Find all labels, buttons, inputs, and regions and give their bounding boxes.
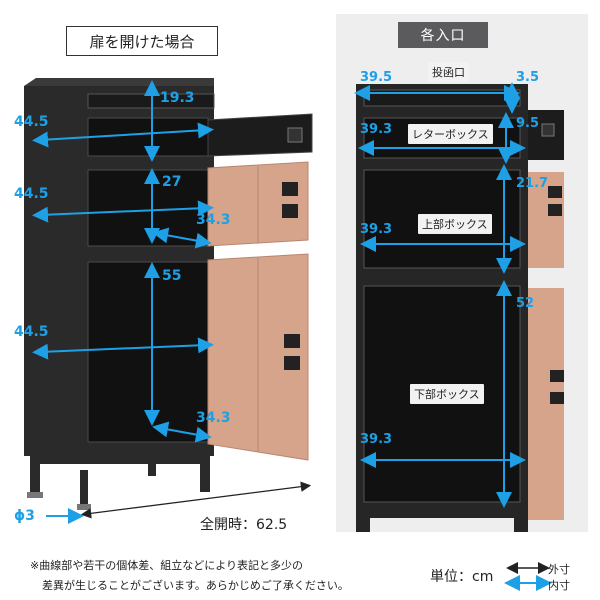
left-cabinet: [24, 78, 313, 510]
dim-27: 27: [162, 174, 182, 190]
note-line-2: 差異が生じることがございます。あらかじめご了承ください。: [42, 579, 349, 592]
legend-outer: 外寸: [548, 563, 570, 576]
dim-phi3: ϕ3: [14, 508, 35, 524]
left-dim-lines: [32, 80, 214, 524]
left-title: 扉を開けた場合: [66, 26, 218, 56]
legend-inner: 内寸: [548, 579, 570, 592]
right-dim-lines: [354, 82, 526, 508]
unit-label: 単位：cm: [430, 569, 494, 585]
dim-slot-h: 3.5: [516, 70, 540, 85]
dim-letter-w: 39.3: [360, 122, 393, 137]
dim-slot-w: 39.5: [360, 70, 393, 85]
dim-19-3: 19.3: [160, 90, 195, 106]
note-line-1: ※曲線部や若干の個体差、組立などにより表記と多少の: [30, 559, 303, 572]
slot-label: 投函口: [428, 62, 469, 82]
open-width-label: 全開時：62.5: [200, 517, 288, 533]
dim-55: 55: [162, 268, 182, 284]
dim-upper-h: 21.7: [516, 176, 549, 191]
letter-label: レターボックス: [408, 124, 493, 144]
dim-34-3-bot: 34.3: [196, 410, 231, 426]
dim-letter-h: 9.5: [516, 116, 540, 131]
dim-lower-h: 52: [516, 296, 535, 311]
upper-label: 上部ボックス: [418, 214, 492, 234]
dim-44-5-bot: 44.5: [14, 324, 49, 340]
dim-34-3-mid: 34.3: [196, 212, 231, 228]
dim-44-5-mid: 44.5: [14, 186, 49, 202]
lower-label: 下部ボックス: [410, 384, 484, 404]
dim-upper-w: 39.3: [360, 222, 393, 237]
dim-lower-w: 39.3: [360, 432, 393, 447]
dim-44-5-top: 44.5: [14, 114, 49, 130]
right-header: 各入口: [398, 22, 488, 48]
